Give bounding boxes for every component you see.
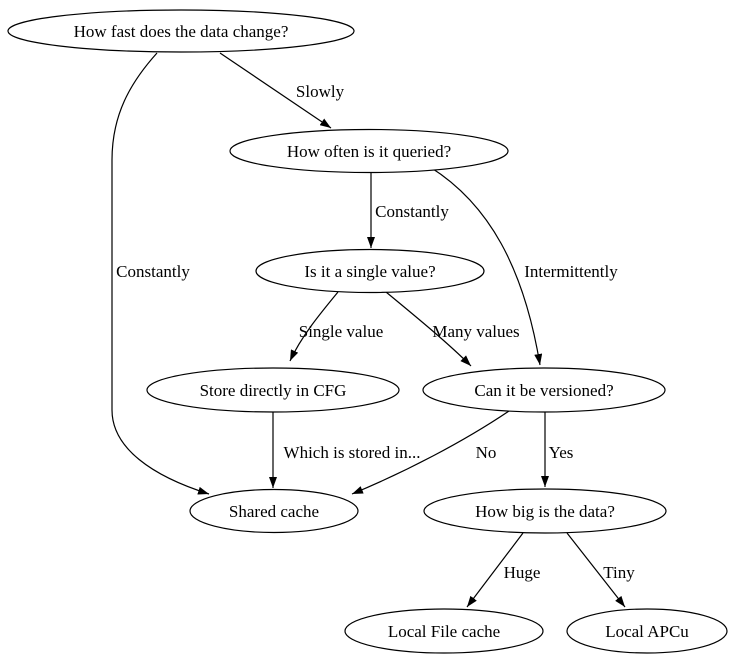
node-local-file-label: Local File cache	[388, 622, 500, 641]
edge-many-values-arrow	[385, 291, 472, 367]
edge-huge-label: Huge	[504, 563, 541, 582]
node-local-apcu-shape	[566, 608, 728, 654]
edge-constantly-left-arrow	[111, 52, 210, 495]
edge-slowly-arrow	[219, 52, 332, 129]
edge-tiny-label: Tiny	[603, 563, 635, 582]
node-single-value-shape	[255, 248, 485, 294]
node-single-value-label: Is it a single value?	[304, 262, 435, 281]
node-how-often-shape	[229, 128, 509, 174]
edge-no-label: No	[476, 443, 497, 462]
node-how-fast-shape	[7, 9, 355, 53]
edge-intermittently-arrow	[429, 166, 543, 366]
node-local-file: Local File cache	[344, 608, 544, 654]
node-local-apcu-label: Local APCu	[605, 622, 689, 641]
node-store-cfg-shape	[146, 367, 400, 413]
edge-constantly-left-label: Constantly	[116, 262, 190, 281]
node-versioned-shape	[422, 367, 666, 413]
node-how-big-label: How big is the data?	[475, 502, 615, 521]
node-how-fast-label: How fast does the data change?	[74, 22, 289, 41]
edge-slowly-label: Slowly	[296, 82, 345, 101]
node-shared-cache-shape	[189, 488, 359, 534]
node-local-apcu: Local APCu	[566, 608, 728, 654]
node-how-often: How often is it queried?	[229, 128, 509, 174]
edge-huge-arrow	[466, 532, 524, 608]
node-how-big-shape	[423, 488, 667, 534]
edge-single-value-arrow	[289, 291, 339, 362]
edge-no-arrow	[351, 410, 510, 495]
node-store-cfg: Store directly in CFG	[146, 367, 400, 413]
node-versioned: Can it be versioned?	[422, 367, 666, 413]
edge-many-values-label: Many values	[432, 322, 519, 341]
node-shared-cache-label: Shared cache	[229, 502, 319, 521]
edge-single-value-label: Single value	[299, 322, 384, 341]
edge-tiny-arrow	[566, 532, 626, 608]
node-single-value: Is it a single value?	[255, 248, 485, 294]
node-how-fast: How fast does the data change?	[7, 9, 355, 53]
edges	[111, 52, 626, 608]
node-store-cfg-label: Store directly in CFG	[200, 381, 347, 400]
node-how-big: How big is the data?	[423, 488, 667, 534]
node-shared-cache: Shared cache	[189, 488, 359, 534]
edge-labels: Slowly Constantly Constantly Intermitten…	[116, 82, 635, 582]
node-versioned-label: Can it be versioned?	[474, 381, 613, 400]
edge-yes-label: Yes	[549, 443, 574, 462]
edge-intermittently-label: Intermittently	[524, 262, 618, 281]
node-how-often-label: How often is it queried?	[287, 142, 451, 161]
node-local-file-shape	[344, 608, 544, 654]
edge-which-stored-label: Which is stored in...	[284, 443, 421, 462]
edge-constantly-mid-label: Constantly	[375, 202, 449, 221]
